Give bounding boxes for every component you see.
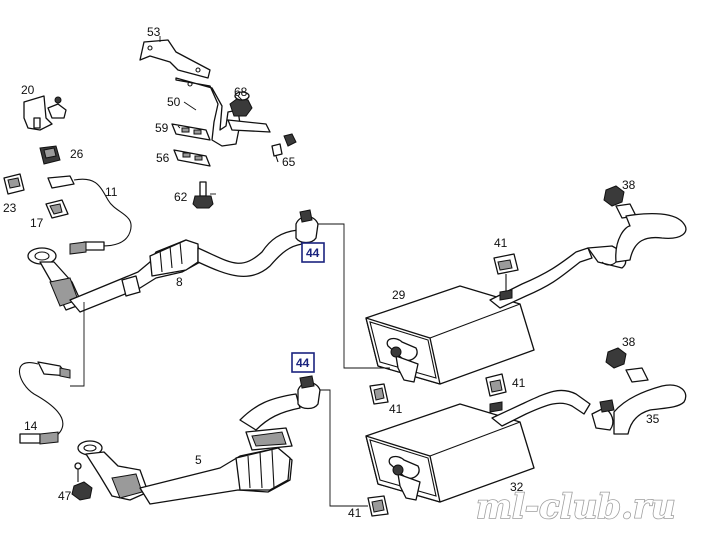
label-59: 59	[155, 121, 169, 135]
part-5-front-pipe-catalyst[interactable]	[77, 393, 301, 505]
part-41-clamp-middle-left[interactable]	[369, 383, 389, 405]
watermark: ml-club.ru	[476, 487, 676, 527]
label-50: 50	[167, 95, 181, 109]
label-62: 62	[174, 190, 188, 204]
part-41-clamp-bottom[interactable]	[367, 495, 389, 517]
part-14-oxygen-sensor[interactable]	[18, 361, 71, 445]
part-23-clip[interactable]	[3, 173, 25, 195]
part-38-lower-fitting[interactable]	[605, 347, 649, 383]
label-11: 11	[105, 185, 118, 199]
part-56-plate[interactable]	[173, 149, 211, 167]
label-47: 47	[58, 489, 72, 503]
part-32-lower-muffler[interactable]	[365, 389, 591, 503]
part-8-front-pipe-catalyst[interactable]	[27, 229, 303, 313]
label-41-bottom: 41	[348, 506, 362, 520]
part-68-nut[interactable]	[229, 91, 253, 117]
part-59-plate[interactable]	[171, 123, 211, 141]
part-41-clamp-upper[interactable]	[493, 253, 519, 301]
part-38-upper-fitting[interactable]	[601, 185, 687, 266]
label-14: 14	[24, 419, 38, 433]
label-41-middle-left: 41	[389, 402, 403, 416]
label-41-middle-right: 41	[512, 376, 526, 390]
label-44-lower: 44	[296, 356, 310, 370]
part-26-clip[interactable]	[39, 145, 61, 165]
label-35: 35	[646, 412, 660, 426]
label-38-upper: 38	[622, 178, 636, 192]
part-47-bolt[interactable]	[71, 462, 93, 501]
label-17: 17	[30, 216, 44, 230]
part-44-upper-clamp[interactable]	[295, 209, 319, 244]
label-53: 53	[147, 25, 161, 39]
label-38-lower: 38	[622, 335, 636, 349]
leader-lines	[70, 36, 390, 507]
highlight-box-44-upper[interactable]	[301, 242, 325, 263]
highlight-box-44-lower[interactable]	[291, 352, 315, 373]
part-62-bolt[interactable]	[192, 181, 214, 209]
label-32: 32	[510, 480, 524, 494]
part-11-oxygen-sensor[interactable]	[47, 175, 132, 255]
part-41-clamp-middle-right[interactable]	[485, 373, 507, 413]
part-20-sensor-bracket[interactable]	[23, 95, 67, 131]
part-44-lower-clamp[interactable]	[297, 375, 321, 410]
part-35-tailpipe[interactable]	[591, 384, 687, 435]
part-53-bracket[interactable]	[139, 39, 211, 79]
label-44-upper: 44	[306, 246, 320, 260]
label-56: 56	[156, 151, 170, 165]
label-65: 65	[282, 155, 296, 169]
part-50-bracket[interactable]	[175, 77, 271, 147]
label-8: 8	[176, 275, 183, 289]
part-65-fasteners[interactable]	[271, 133, 297, 163]
label-29: 29	[392, 288, 406, 302]
label-26: 26	[70, 147, 84, 161]
label-68: 68	[234, 85, 248, 99]
label-41-upper: 41	[494, 236, 508, 250]
part-17-clip[interactable]	[45, 199, 69, 219]
label-5: 5	[195, 453, 202, 467]
label-23: 23	[3, 201, 17, 215]
label-20: 20	[21, 83, 35, 97]
